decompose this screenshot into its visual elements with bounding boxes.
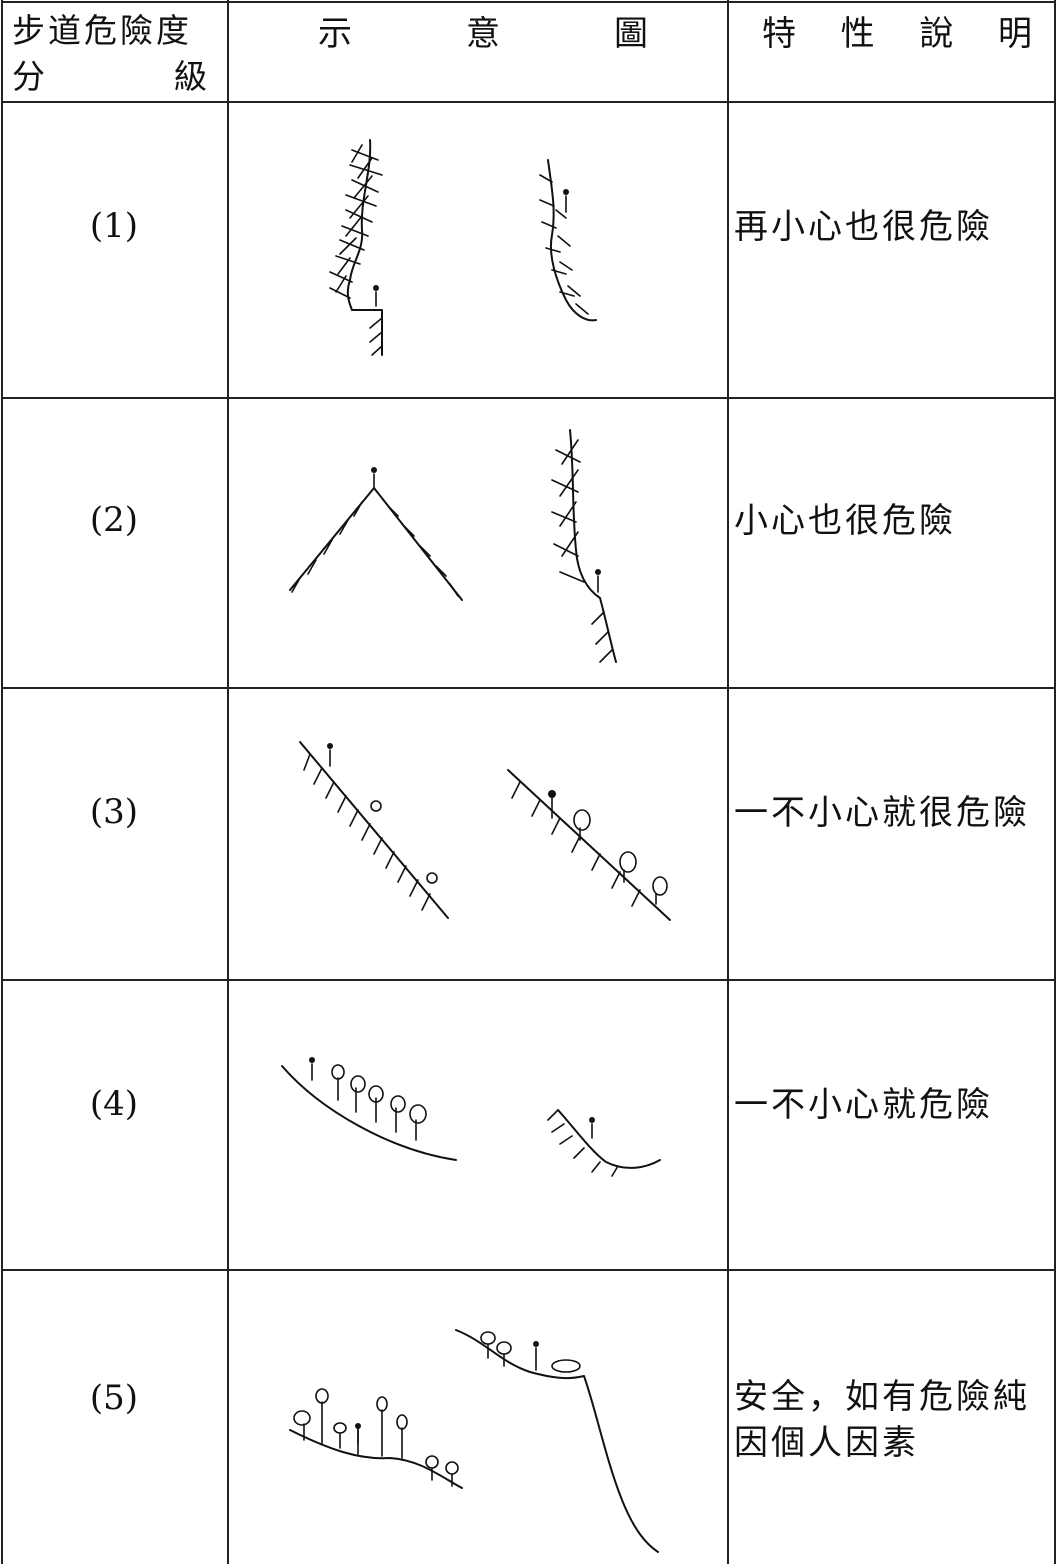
header-characteristics: 特 性 說 明	[762, 14, 1032, 54]
header-diagram-char: 圖	[614, 14, 648, 54]
sketch-row4-gentle-slope	[281, 1057, 457, 1161]
sketch-row5-hill-trail	[455, 1329, 659, 1553]
header-diagram: 示 意 圖	[318, 14, 648, 54]
header-danger-level: 步道危險度 分 級	[12, 8, 217, 100]
header-characteristics-char: 性	[840, 14, 875, 54]
header-diagram-char: 示	[318, 14, 352, 54]
row-5-level: (5)	[89, 1378, 139, 1418]
row-2-description: 小心也很危險	[734, 501, 956, 541]
row-4-description: 一不小心就危險	[734, 1085, 993, 1125]
sketch-row1-cliff-ledge	[329, 139, 383, 356]
header-characteristics-char: 說	[919, 14, 954, 54]
sketch-row4-small-dip	[547, 1109, 661, 1177]
header-danger-level-line1: 步道危險度	[12, 11, 192, 50]
sketch-row5-flat-trail	[289, 1388, 463, 1489]
sketch-row2-ridge	[289, 467, 463, 601]
row-1-level: (1)	[89, 206, 139, 246]
sketch-row3-tree-slope	[507, 769, 671, 921]
row-1-description: 再小心也很危險	[734, 207, 993, 247]
header-diagram-char: 意	[466, 14, 500, 54]
row-5-description: 安全，如有危險純因個人因素	[734, 1377, 1030, 1463]
sketch-row3-steep-slope	[299, 741, 449, 919]
sketch-row2-cliff	[551, 429, 617, 663]
row-3-description: 一不小心就很危險	[734, 793, 1030, 833]
sketch-row1-cliff-path	[539, 159, 597, 322]
row-2-level: (2)	[89, 500, 139, 540]
header-characteristics-char: 特	[762, 14, 796, 54]
header-danger-level-line2-left: 分	[12, 57, 48, 96]
header-characteristics-char: 明	[997, 14, 1032, 54]
header-danger-level-line2-right: 級	[174, 57, 210, 96]
row-3-level: (3)	[89, 792, 139, 832]
row-4-level: (4)	[89, 1084, 139, 1124]
